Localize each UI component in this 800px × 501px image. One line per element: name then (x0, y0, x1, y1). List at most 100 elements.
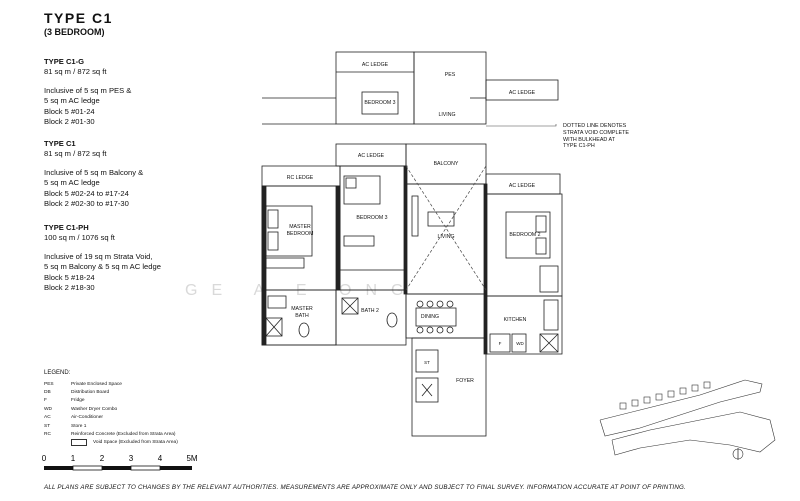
scale-label: 3 (129, 454, 134, 463)
db-outline (415, 377, 439, 403)
legend-desc: Fridge (71, 398, 85, 404)
spec-detail: Block 5 #18-24 (44, 272, 95, 282)
upper-ac-ledge-outline (485, 79, 559, 101)
legend-desc: Private Enclosed Space (71, 381, 122, 387)
note-line: DOTTED LINE DENOTES (563, 123, 627, 129)
shower-master (265, 317, 283, 337)
scale-label: 4 (158, 454, 163, 463)
note-line: TYPE C1-PH (563, 143, 595, 150)
room-label: BATH 2 (361, 308, 379, 314)
room-label: AC LEDGE (362, 62, 389, 68)
dining-outline (405, 293, 487, 339)
spec-detail: Inclusive of 5 sq m PES & (44, 85, 132, 95)
scale-bar: 0 1 2 3 4 5M (42, 454, 198, 471)
room-label: F (499, 341, 502, 346)
scale-segment (160, 466, 192, 470)
void-diagonal (405, 165, 487, 291)
room-label: BEDROOM 3 (356, 215, 387, 221)
spec-detail: Block 2 #18-30 (44, 283, 95, 293)
watermark: GE A E ONG (185, 282, 418, 299)
room-label: AC LEDGE (509, 183, 536, 189)
spec-area: 81 sq m / 872 sq ft (44, 67, 107, 77)
scale-label: 5M (186, 454, 197, 463)
room-label: BEDROOM 3 (364, 100, 395, 106)
page-subtitle: (3 BEDROOM) (44, 27, 105, 37)
void-swatch (71, 439, 87, 447)
room-label: RC LEDGE (287, 175, 314, 181)
scale-segment (72, 465, 103, 471)
block-2-outline (611, 411, 776, 456)
key-plan (599, 379, 776, 460)
spec-detail: Block 5 #02-24 to #17-24 (44, 188, 129, 198)
room-label: WD (516, 341, 524, 346)
room-label: AC LEDGE (509, 90, 536, 96)
note-line: STRATA VOID COMPLETE (563, 129, 629, 136)
room-label: AC LEDGE (358, 153, 385, 159)
scale-segment (130, 465, 161, 471)
bedroom2-outline (485, 193, 563, 297)
spec-detail: 5 sq m AC ledge (44, 178, 100, 188)
room-label: ST (424, 360, 430, 365)
scale-segment (44, 466, 73, 470)
legend-key: ST (44, 423, 51, 429)
room-label: MASTER (289, 224, 311, 230)
kitchen-outline (485, 295, 563, 355)
legend-row: AC Air-Conditioner (44, 414, 178, 422)
floor-plan: AC LEDGE PES AC LEDGE BEDROOM 3 LIVING A… (261, 51, 563, 437)
toilet-master (298, 322, 310, 338)
room-label: LIVING (438, 112, 455, 118)
room-label: KITCHEN (504, 317, 527, 323)
legend-row: Void Space (Excluded from Strata Area) (44, 439, 178, 447)
spec-block-c1ph: TYPE C1-PH 100 sq m / 1076 sq ft Inclusi… (44, 223, 244, 293)
store-outline (415, 349, 439, 373)
toilet-bath2 (386, 312, 398, 328)
room-label: BEDROOM 2 (509, 232, 540, 238)
legend-title: LEGEND: (44, 370, 71, 376)
legend-key: AC (44, 415, 51, 421)
spec-detail: Block 2 #02-30 to #17-30 (44, 199, 129, 209)
spec-detail: Inclusive of 19 sq m Strata Void, (44, 251, 153, 261)
room-label: BATH (295, 313, 309, 319)
room-label: LIVING (437, 234, 454, 240)
scale-label: 1 (71, 454, 76, 463)
legend-desc: Void Space (Excluded from Strata Area) (93, 440, 178, 446)
room-label: BEDROOM (287, 231, 314, 237)
scale-label: 0 (42, 454, 47, 463)
legend-desc: Store 1 (71, 423, 87, 429)
spec-detail: Block 5 #01-24 (44, 106, 95, 116)
void-diagonal (405, 165, 487, 291)
sofa (427, 211, 455, 227)
block-5-outline (599, 379, 763, 437)
spec-name: TYPE C1-G (44, 57, 85, 66)
spec-area: 81 sq m / 872 sq ft (44, 149, 107, 159)
page-title: TYPE C1 (44, 10, 113, 26)
spec-detail: 5 sq m AC ledge (44, 96, 100, 106)
disclaimer: ALL PLANS ARE SUBJECT TO CHANGES BY THE … (44, 484, 686, 491)
spec-name: TYPE C1-PH (44, 223, 89, 232)
scale-label: 2 (100, 454, 105, 463)
bed3 (343, 175, 381, 205)
dining-table (415, 307, 457, 327)
spec-block-c1: TYPE C1 81 sq m / 872 sq ft Inclusive of… (44, 139, 244, 209)
master-bed (265, 205, 313, 257)
bed2 (505, 211, 551, 259)
spec-name: TYPE C1 (44, 139, 76, 148)
room-label: FOYER (456, 378, 474, 384)
spec-area: 100 sq m / 1076 sq ft (44, 233, 115, 243)
spec-block-c1g: TYPE C1-G 81 sq m / 872 sq ft Inclusive … (44, 57, 244, 127)
legend-desc: Air-Conditioner (71, 415, 103, 421)
spec-detail: Inclusive of 5 sq m Balcony & (44, 167, 144, 177)
room-label: DINING (421, 314, 439, 320)
room-label: BALCONY (434, 161, 459, 167)
spec-detail: 5 sq m Balcony & 5 sq m AC ledge (44, 262, 161, 272)
foyer-outline (411, 337, 487, 437)
legend-key: WD (44, 406, 52, 412)
strata-void-note: DOTTED LINE DENOTES STRATA VOID COMPLETE… (563, 123, 663, 150)
wd (539, 333, 559, 353)
legend-desc: Washer Dryer Combo (71, 406, 118, 412)
